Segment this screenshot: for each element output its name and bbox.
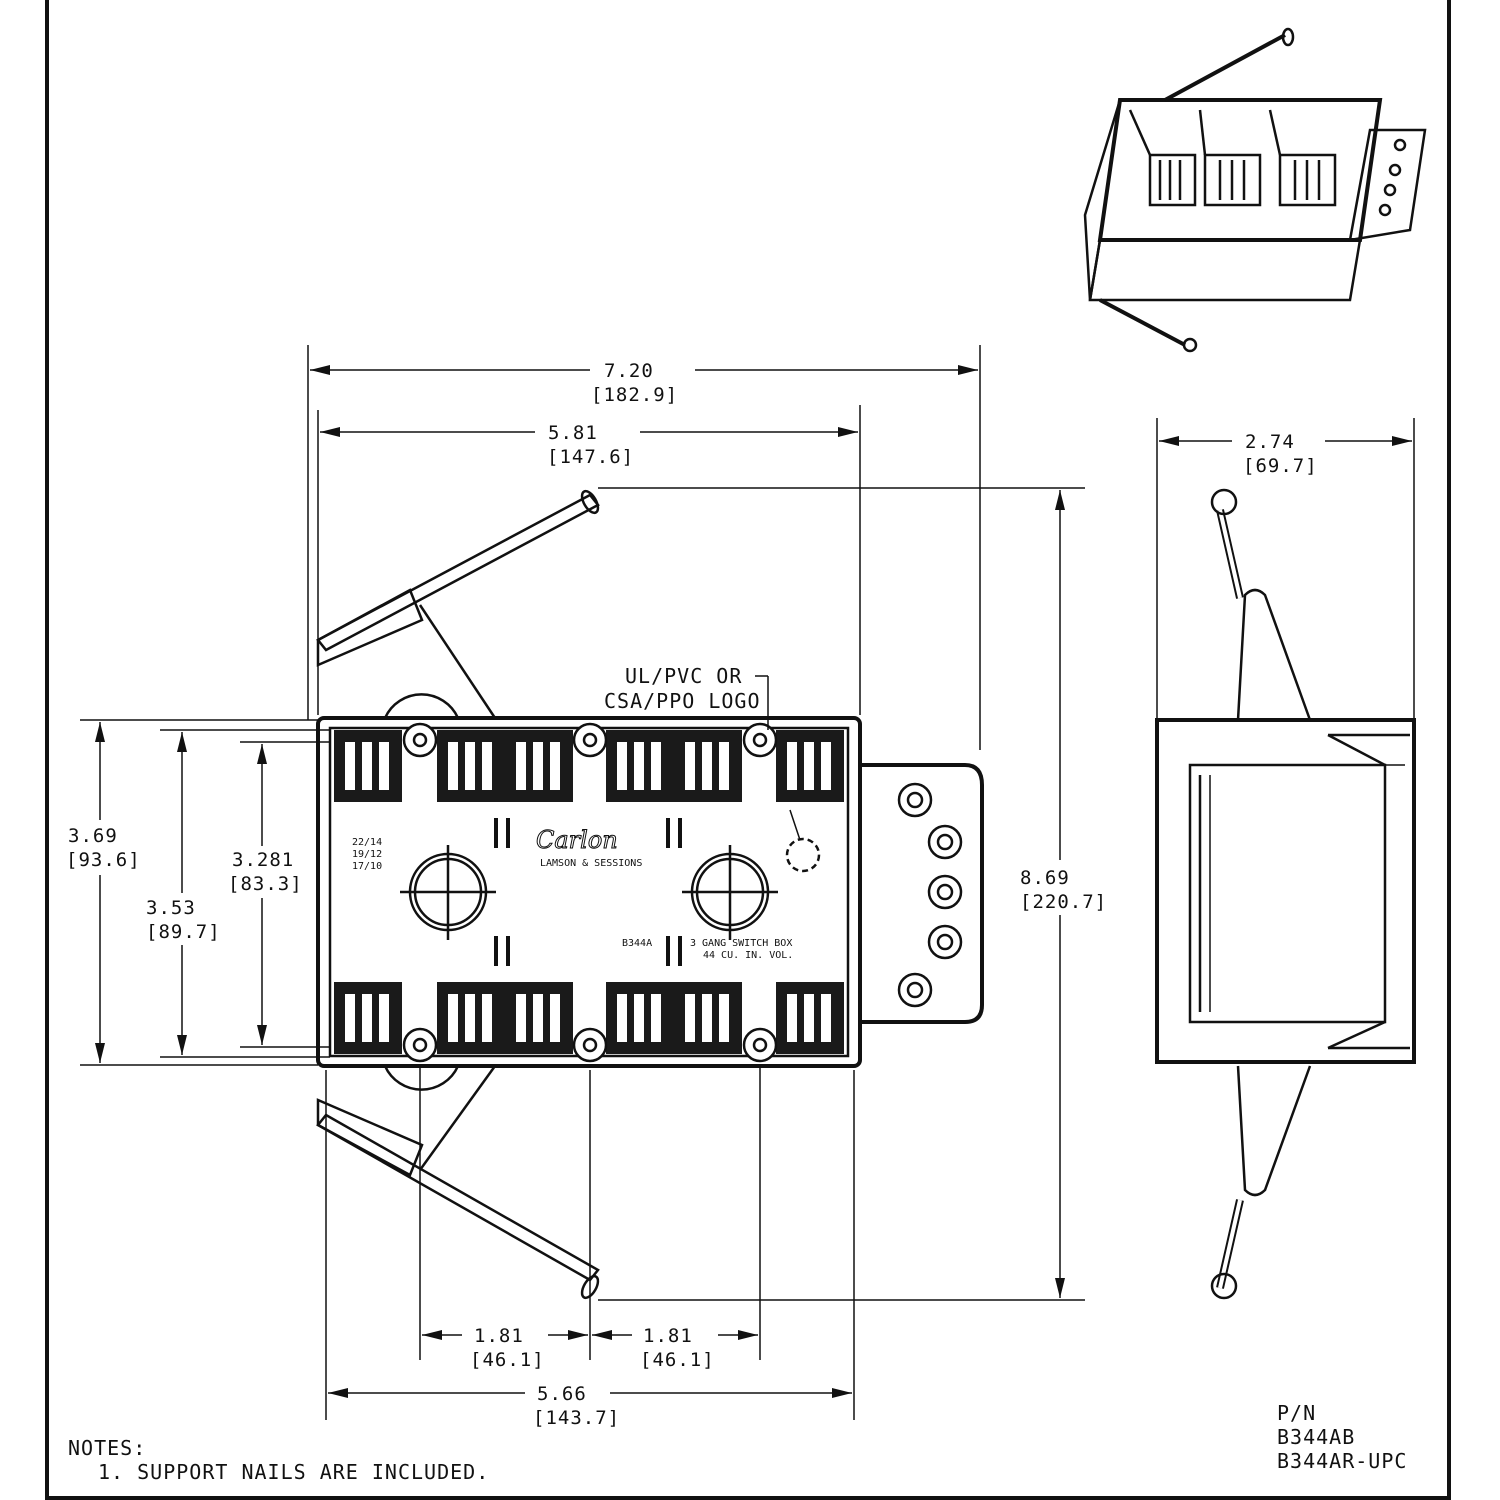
pn-label: P/N (1277, 1401, 1316, 1425)
part-number-1: B344AB (1277, 1425, 1355, 1449)
bracket-holes (897, 782, 963, 1008)
dim-overall-height-mm: [220.7] (1020, 891, 1107, 913)
dimension-lines (80, 345, 1415, 1420)
dim-height-mid-in: 3.53 (146, 897, 196, 919)
knockouts (400, 837, 821, 940)
dim-spacing-left-in: 1.81 (474, 1325, 524, 1347)
dim-spacing-right-mm: [46.1] (640, 1349, 715, 1371)
dim-side-depth-mm: [69.7] (1243, 455, 1318, 477)
note-1: 1. SUPPORT NAILS ARE INCLUDED. (98, 1460, 489, 1484)
front-view: Carlon LAMSON & SESSIONS 22/14 19/12 17/… (316, 489, 984, 1300)
wire-size-2: 19/12 (352, 849, 382, 860)
model-mark: B344A (622, 938, 652, 949)
sheet-border (45, 0, 1451, 1500)
notes-title: NOTES: (68, 1436, 146, 1460)
support-nail-top (316, 489, 600, 719)
dim-height-inner-mm: [83.3] (228, 873, 303, 895)
switch-box-body (316, 716, 862, 1068)
dim-spacing-left-mm: [46.1] (470, 1349, 545, 1371)
dim-height-inner-in: 3.281 (232, 849, 294, 871)
logo-callout-line2: CSA/PPO LOGO (604, 689, 761, 713)
side-box-outline (1155, 718, 1416, 1064)
dim-bottom-width-mm: [143.7] (533, 1407, 620, 1429)
box-description-2: 44 CU. IN. VOL. (703, 950, 793, 961)
dim-overall-width-in: 7.20 (604, 360, 654, 382)
dim-body-width-in: 5.81 (548, 422, 598, 444)
dim-height-outer-mm: [93.6] (66, 849, 141, 871)
sub-brand: LAMSON & SESSIONS (540, 858, 642, 869)
screw-bosses (402, 722, 778, 1063)
dim-overall-width-mm: [182.9] (591, 384, 678, 406)
cable-clamps-top (334, 730, 844, 802)
wire-size-3: 17/10 (352, 861, 382, 872)
dim-body-width-mm: [147.6] (547, 446, 634, 468)
dim-height-outer-in: 3.69 (68, 825, 118, 847)
dimension-arrows (95, 365, 1412, 1398)
dim-height-mid-mm: [89.7] (146, 921, 221, 943)
cable-clamps-bottom (334, 982, 844, 1054)
support-nail-bottom (316, 1065, 600, 1300)
box-description-1: 3 GANG SWITCH BOX (690, 938, 792, 949)
dim-bottom-width-in: 5.66 (537, 1383, 587, 1405)
wire-size-1: 22/14 (352, 837, 382, 848)
brand-logo: Carlon (536, 826, 618, 854)
dim-spacing-right-in: 1.81 (643, 1325, 693, 1347)
side-view (1155, 488, 1416, 1300)
dim-side-depth-in: 2.74 (1245, 431, 1295, 453)
part-number-2: B344AR-UPC (1277, 1449, 1407, 1473)
logo-callout-line1: UL/PVC OR (625, 664, 742, 688)
dim-overall-height-in: 8.69 (1020, 867, 1070, 889)
isometric-view (1083, 27, 1427, 353)
